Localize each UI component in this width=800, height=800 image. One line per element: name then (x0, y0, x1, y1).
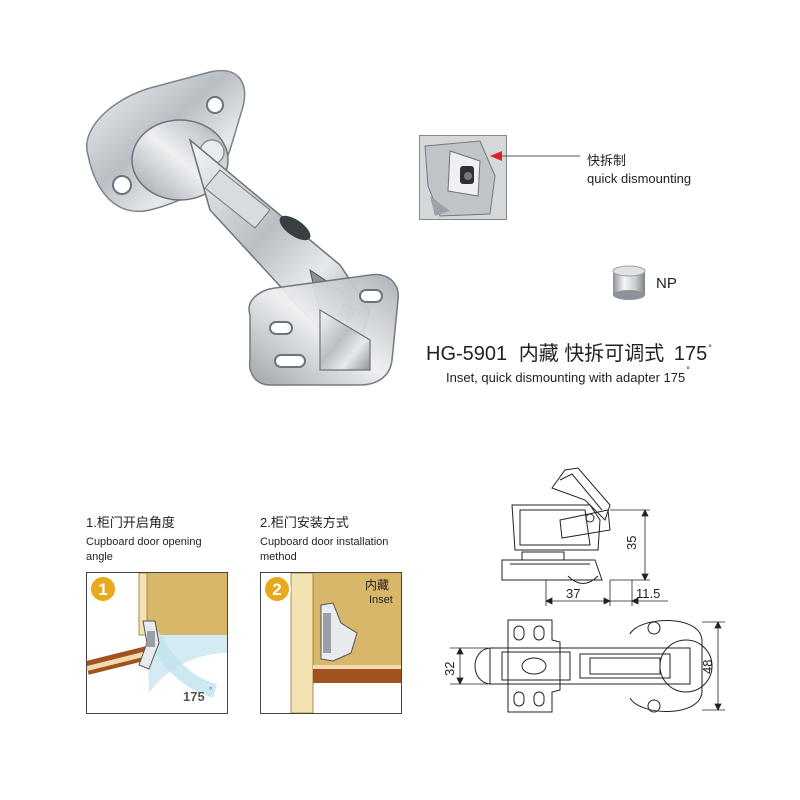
step1-badge-number: 1 (98, 580, 107, 599)
callout-label-en: quick dismounting (587, 171, 692, 186)
step1-heading-en: Cupboard door opening angle (86, 536, 202, 563)
step2-heading-en: Cupboard door installation method (260, 536, 389, 563)
dim-top-height-left: 32 (442, 662, 457, 676)
step2-diagram: 2 内藏 Inset (260, 572, 402, 714)
step2-tag-cn: 内藏 (365, 578, 389, 592)
dim-side-offset: 11.5 (636, 586, 660, 601)
dim-side-width: 37 (566, 586, 580, 601)
svg-text:°: ° (209, 686, 212, 695)
step2-badge-number: 2 (272, 580, 281, 599)
step1-heading-cn: 1.柜门开启角度 (86, 515, 175, 530)
product-subtitle: Inset, quick dismounting with adapter 17… (446, 365, 690, 385)
product-title: HG-5901 内藏 快拆可调式 175° (426, 337, 712, 366)
side-view-drawing: 35 37 11.5 (490, 460, 680, 610)
title-angle: 175 (673, 343, 708, 365)
step1-angle-label: 175 (183, 689, 205, 704)
step2-heading-cn: 2.柜门安装方式 (260, 515, 349, 530)
finish-label: NP (656, 275, 677, 292)
callout-arrow (490, 150, 580, 162)
dim-top-height-right: 48 (700, 660, 715, 674)
nickel-plated-cylinder-icon (610, 263, 648, 301)
callout-label-cn: 快拆制 (587, 153, 627, 168)
hinge-product-photo (70, 60, 410, 400)
model-number: HG-5901 (426, 343, 508, 365)
quick-dismount-detail-photo (419, 135, 507, 220)
top-view-drawing: 32 48 (440, 610, 730, 730)
dim-side-height: 35 (624, 536, 639, 550)
step2-tag-en: Inset (369, 594, 393, 606)
title-cn: 内藏 快拆可调式 (518, 343, 665, 365)
degree-sign: ° (708, 343, 712, 353)
step1-diagram: 1 175 ° (86, 572, 228, 714)
